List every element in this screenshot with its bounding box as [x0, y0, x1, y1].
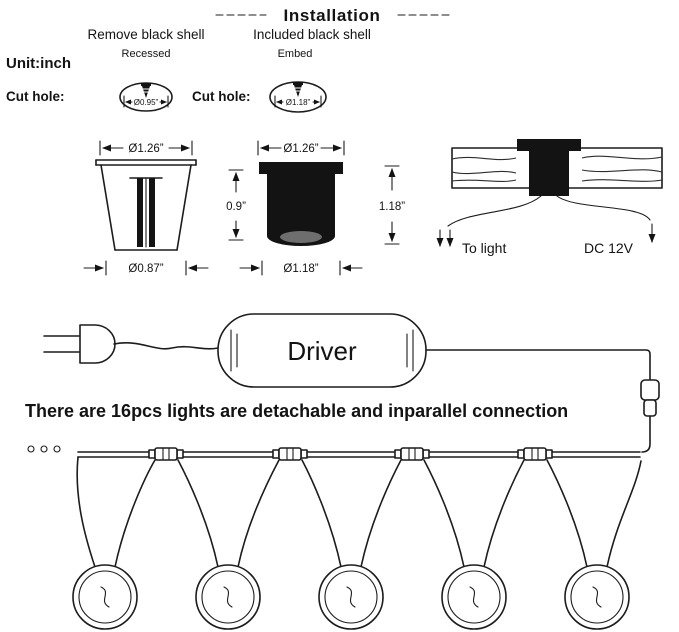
wire-connector	[272, 447, 308, 461]
cut-hole-dia-left: Ø0.95”	[134, 98, 159, 107]
embed-sublabel: Embed	[278, 48, 313, 60]
led-squiggle-icon	[223, 586, 233, 608]
fixture-recessed-diagram: Ø1.26” Ø0.87”	[83, 140, 209, 276]
led-squiggle-icon	[100, 586, 110, 608]
wire-connector	[148, 447, 184, 461]
led-squiggle-icon	[346, 586, 356, 608]
light-fixture	[195, 564, 261, 630]
light-fixture	[318, 564, 384, 630]
power-plug	[43, 324, 116, 364]
screw-icon	[141, 83, 151, 98]
deck-cross-section: To light DC 12V	[436, 139, 663, 256]
dim-top-embed: Ø1.26”	[283, 143, 318, 155]
driver-output-wire	[425, 349, 651, 381]
light-fixture	[441, 564, 507, 630]
column-header-recessed: Remove black shell	[87, 27, 204, 42]
unit-label: Unit:inch	[6, 55, 71, 72]
dc12v-label: DC 12V	[584, 240, 634, 256]
light-wire	[447, 195, 542, 227]
led-squiggle-icon	[592, 586, 602, 608]
wire-connector	[394, 447, 430, 461]
dim-top-recessed: Ø1.26”	[128, 143, 163, 155]
fixture-embed-diagram: Ø1.26” 0.9” Ø1.18”	[226, 140, 363, 276]
cut-hole-diagram-embed: Ø1.18”	[269, 81, 327, 113]
dim-install-depth-value: 1.18”	[379, 201, 405, 213]
to-light-label: To light	[462, 240, 506, 256]
continuation-dots	[27, 445, 61, 453]
led-squiggle-icon	[469, 586, 479, 608]
inline-connector	[640, 379, 660, 417]
installed-light	[517, 139, 581, 196]
driver-label: Driver	[287, 336, 357, 366]
dim-bottom-recessed: Ø0.87”	[128, 263, 163, 275]
power-wire	[556, 195, 651, 221]
recessed-sublabel: Recessed	[122, 48, 171, 60]
cut-hole-label-left: Cut hole:	[6, 89, 65, 104]
power-cord	[113, 342, 219, 350]
light-fixture	[72, 564, 138, 630]
cut-hole-diagram-recessed: Ø0.95”	[119, 82, 173, 112]
cut-hole-label-right: Cut hole:	[192, 89, 251, 104]
page-title: Installation	[284, 6, 381, 25]
wire-connector	[517, 447, 553, 461]
screw-icon	[293, 82, 303, 97]
connector-to-bus-wire	[641, 415, 651, 453]
light-leads	[76, 456, 642, 568]
dim-bottom-embed: Ø1.18”	[283, 263, 318, 275]
driver-box: Driver	[217, 313, 427, 388]
column-header-embed: Included black shell	[253, 27, 371, 42]
dim-height-embed: 0.9”	[226, 201, 246, 213]
dim-install-depth: 1.18”	[379, 165, 405, 245]
parallel-note: There are 16pcs lights are detachable an…	[25, 401, 568, 421]
light-fixture	[564, 564, 630, 630]
cut-hole-dia-right: Ø1.18”	[286, 98, 311, 107]
